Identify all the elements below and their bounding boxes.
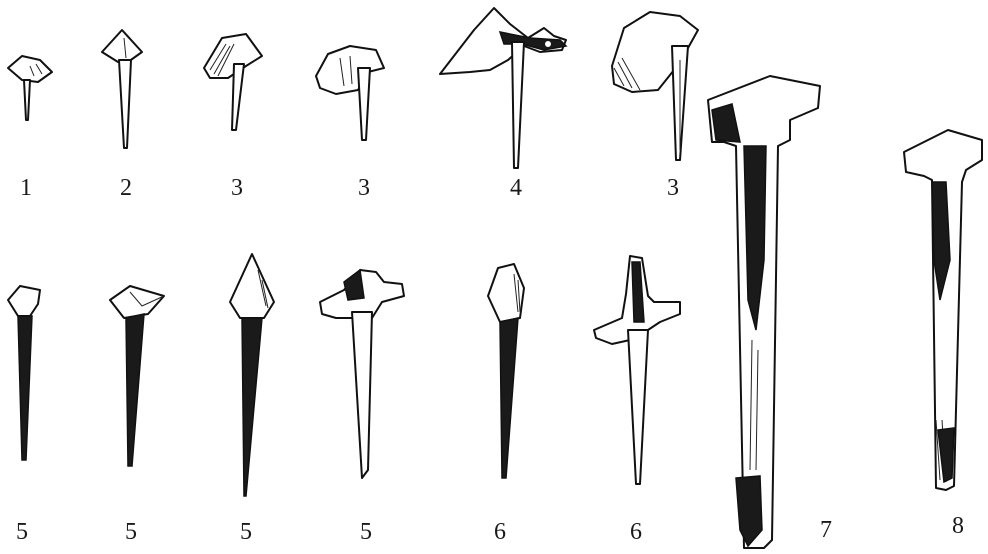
nail-1-drawing: [8, 56, 52, 120]
label-5c: 5: [240, 520, 252, 544]
nail-5d-drawing: [320, 270, 404, 478]
label-5a: 5: [16, 520, 28, 544]
nail-3b-drawing: [316, 46, 384, 140]
nail-3a-drawing: [204, 34, 262, 130]
label-8: 8: [952, 514, 964, 538]
nail-5b-drawing: [110, 286, 164, 466]
nail-6a-drawing: [488, 264, 524, 478]
nail-8-drawing: [904, 130, 982, 490]
label-2: 2: [120, 176, 132, 200]
nail-6b-drawing: [594, 256, 680, 484]
label-1: 1: [20, 176, 32, 200]
label-3c: 3: [667, 176, 679, 200]
nail-5a-drawing: [8, 286, 40, 460]
nail-3c-drawing: [612, 12, 698, 160]
label-4: 4: [510, 176, 522, 200]
label-3b: 3: [358, 176, 370, 200]
nail-5c-drawing: [230, 254, 274, 496]
label-7: 7: [820, 518, 832, 542]
label-5b: 5: [125, 520, 137, 544]
label-5d: 5: [360, 520, 372, 544]
nail-4-drawing: [440, 8, 566, 168]
label-6b: 6: [630, 520, 642, 544]
label-6a: 6: [494, 520, 506, 544]
nail-7-drawing: [708, 76, 820, 548]
label-3a: 3: [231, 176, 243, 200]
nail-2-drawing: [102, 30, 142, 148]
